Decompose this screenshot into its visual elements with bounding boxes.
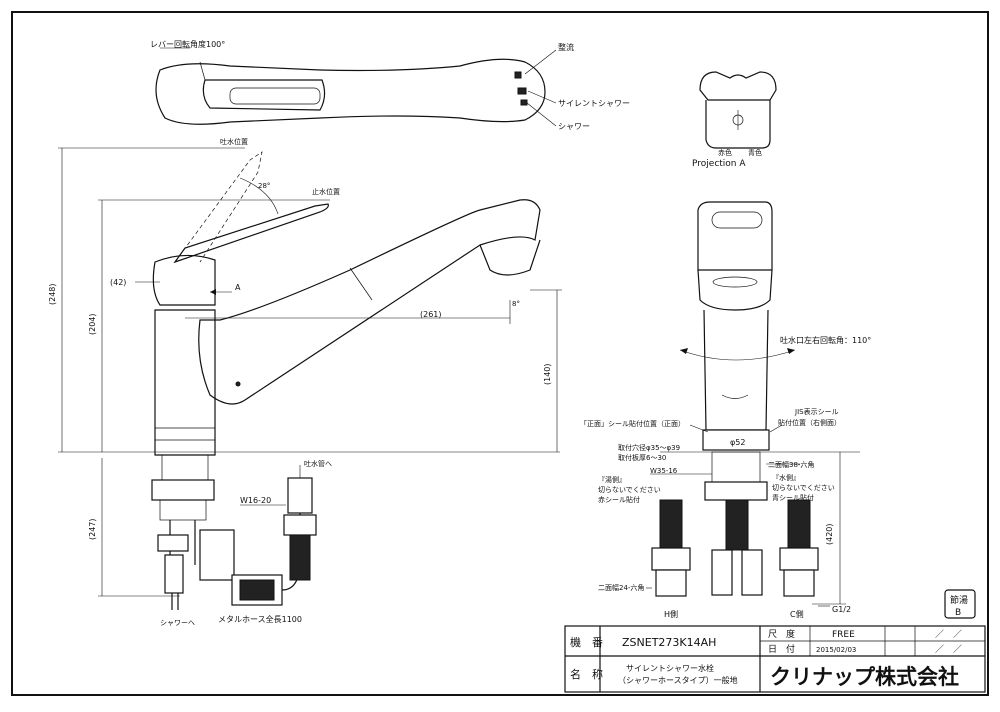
date-label: 日 付 (768, 644, 795, 655)
arrow-a-label: A (235, 283, 241, 292)
metal-hose-label: メタルホース全長1100 (218, 614, 302, 624)
mode-seiryu-label: 整流 (558, 42, 574, 52)
water-saving-badge: 節湯 B (944, 589, 976, 619)
mode-shower-label: シャワー (558, 122, 590, 131)
scale-label: 尺 度 (768, 628, 795, 640)
product-name-2: （シャワーホースタイプ）一般地 (618, 675, 738, 685)
hole-label-1: 取付穴径φ35～φ39 (618, 443, 680, 452)
sheet-border (11, 11, 989, 696)
badge-line2: B (955, 608, 961, 618)
dim-140: (140) (543, 363, 552, 385)
dim-261: (261) (420, 310, 442, 319)
scale-value: FREE (832, 630, 855, 640)
note-hot-2: 切らないでください (598, 486, 661, 494)
badge-line1: 節湯 (950, 594, 968, 606)
w16-label: W16-20 (240, 496, 271, 505)
phi52-label: φ52 (730, 438, 745, 447)
model-label: 機 番 (570, 635, 603, 649)
product-name-1: サイレントシャワー水栓 (626, 663, 714, 673)
front-seal-label: 「正面」シール貼付位置（正面） (580, 419, 685, 428)
hex24-label: 二面幅24-六角 (598, 583, 644, 592)
name-label: 名 称 (570, 667, 603, 681)
jis-seal-label-1: JIS表示シール (794, 407, 839, 416)
blue-label: 青色 (748, 148, 762, 157)
model-number: ZSNET273K14AH (622, 636, 716, 649)
side-view: (248) (204) (247) (42) (261) (140) A 吐水位… (48, 137, 562, 627)
lever-angle-value: 28° (258, 182, 270, 190)
note-hot-1: 『湯側』 (598, 475, 626, 484)
note-hot-3: 赤シール貼付 (598, 495, 640, 504)
to-spout-label: 吐水管へ (304, 459, 332, 468)
water-on-label: 吐水位置 (220, 137, 248, 146)
hole-label-2: 取付板厚6～30 (618, 453, 666, 462)
note-cold-3: 青シール貼付 (772, 493, 814, 502)
dim-420: (420) (825, 523, 834, 545)
company-name: クリナップ株式会社 (770, 665, 959, 689)
title-block: 機 番 ZSNET273K14AH 尺 度 FREE 日 付 2015/02/0… (564, 625, 986, 693)
c-side-label: C側 (790, 609, 804, 619)
to-shower-label: シャワーへ (160, 619, 195, 627)
projection-a-label: Projection A (692, 159, 746, 169)
top-view: レバー回転角度100° 整流 サイレントシャワー シャワー (150, 39, 630, 131)
hex38-label: 二面幅38-六角 (768, 460, 814, 469)
projection-a-view: 赤色 青色 Projection A (692, 71, 777, 169)
spout-angle-value: 8° (512, 300, 520, 308)
dim-248: (248) (48, 283, 57, 305)
dim-247: (247) (88, 518, 97, 540)
h-side-label: H側 (664, 609, 678, 619)
lever-angle-label: レバー回転角度100° (150, 39, 225, 49)
note-cold-2: 切らないでください (772, 484, 835, 492)
blank-cell-2: ／ ／ (935, 644, 962, 655)
jis-seal-label-2: 貼付位置（右側面） (778, 418, 841, 427)
rotation-label: 吐水口左右回転角：110° (780, 335, 871, 345)
w35-label: W35-16 (650, 467, 678, 475)
red-label: 赤色 (718, 148, 732, 157)
note-cold-1: 『水側』 (772, 473, 800, 482)
g12-label: G1/2 (832, 605, 851, 614)
dim-204: (204) (88, 313, 97, 335)
dim-42: (42) (110, 278, 126, 287)
front-view: (420) 吐水口左右回転角：110° 「正面」シール貼付位置（正面） JIS表… (580, 201, 871, 619)
water-off-label: 止水位置 (312, 187, 340, 196)
blank-cell-1: ／ ／ (935, 629, 962, 640)
date-value: 2015/02/03 (816, 646, 856, 654)
mode-silent-label: サイレントシャワー (558, 99, 630, 108)
